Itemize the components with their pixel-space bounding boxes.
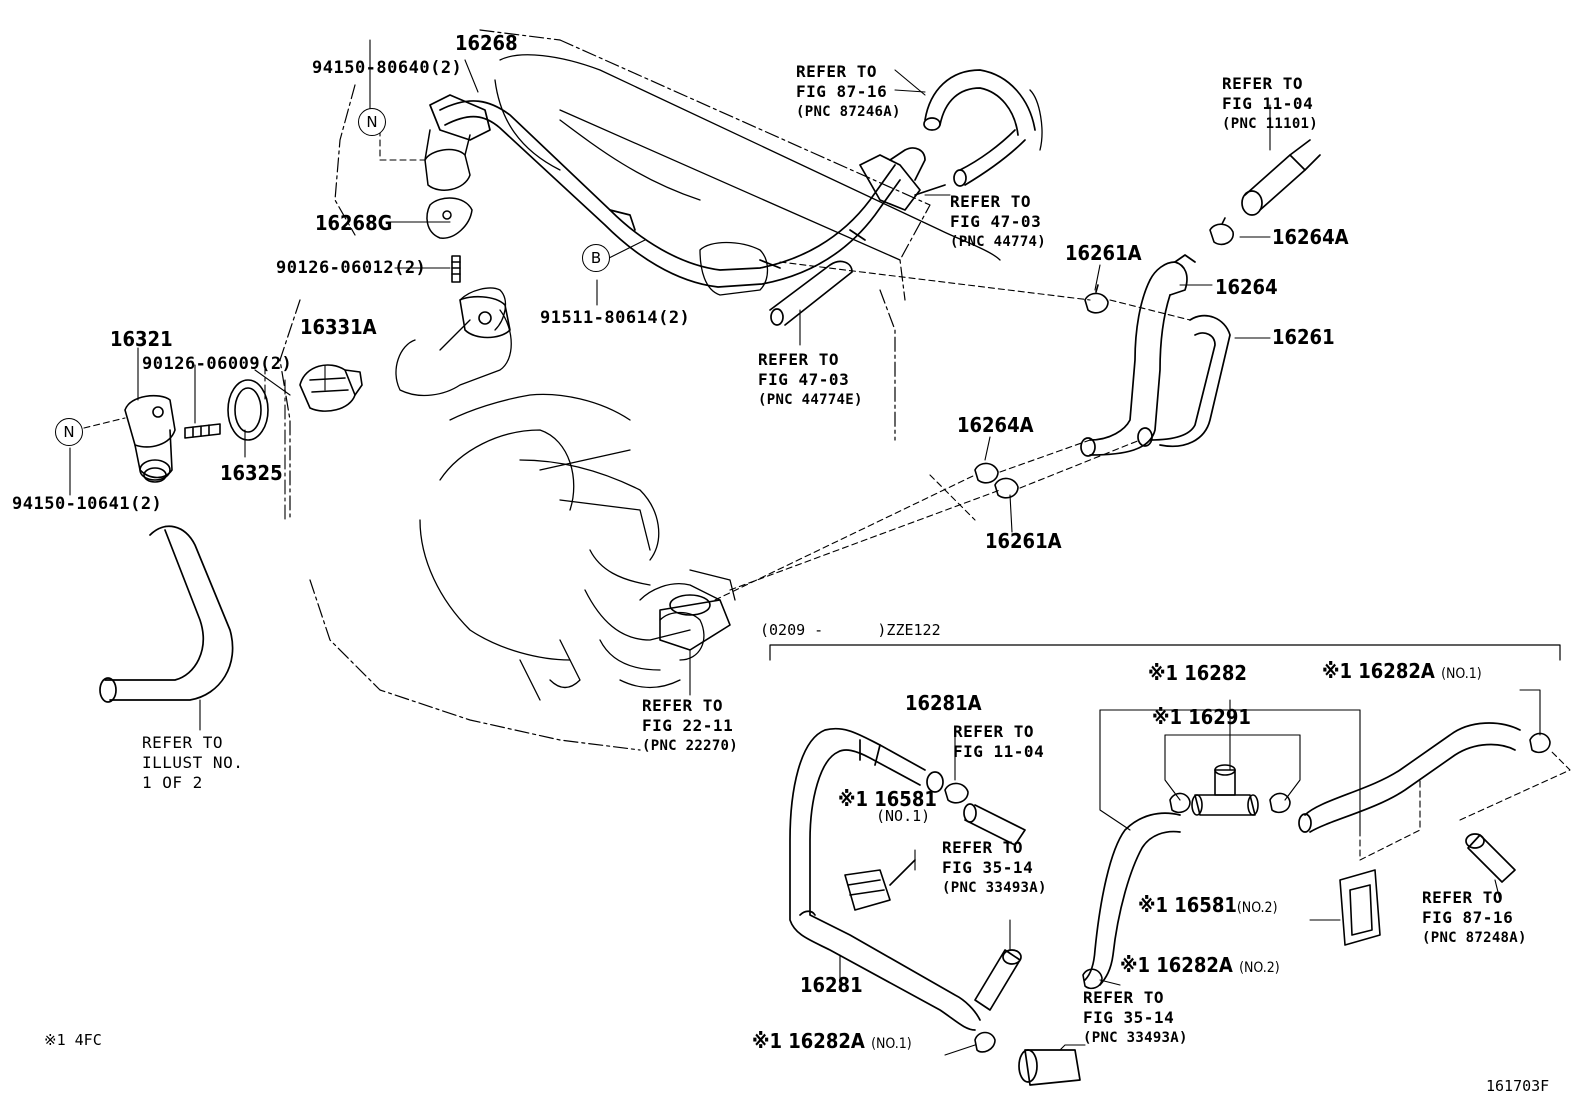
part-16581-no1: ※1 16581 (838, 787, 937, 811)
clamp-16264A-mid (974, 462, 999, 484)
part-16282A-no2: ※1 16282A (NO.2) (1120, 953, 1280, 977)
pipe-11-04-bottom (963, 803, 1026, 846)
part-16281: 16281 (800, 973, 863, 997)
clamp-16264A-top (1209, 217, 1234, 246)
bracket-16581-no2 (1339, 869, 1381, 946)
part-16321: 16321 (110, 327, 173, 351)
part-16261A-mid: 16261A (985, 529, 1062, 553)
stud-90126-06009 (184, 423, 221, 439)
clamp-16282A-no1-bottom (974, 1031, 996, 1053)
inset-bracket (769, 644, 1561, 661)
clamp-16281A (944, 782, 969, 804)
part-16264A-top: 16264A (1272, 225, 1349, 249)
n-symbol-top: N (358, 108, 386, 136)
part-16268G: 16268G (315, 211, 393, 235)
part-16282: ※1 16282 (1148, 661, 1247, 685)
t-joint-16291 (1191, 764, 1259, 816)
part-90126-06012: 90126-06012(2) (276, 258, 427, 278)
n-symbol-left: N (55, 418, 83, 446)
engine-body (395, 54, 1043, 701)
part-16581-no2: ※1 16581(NO.2) (1138, 893, 1278, 917)
figure-id: 161703F (1486, 1077, 1550, 1095)
radiator-hose-lower (99, 525, 234, 703)
clamp-16261A-top (1084, 284, 1109, 314)
b-symbol: B (582, 244, 610, 272)
part-90126-06009: 90126-06009(2) (142, 354, 293, 374)
part-16331A: 16331A (300, 315, 377, 339)
part-16281A: 16281A (905, 691, 982, 715)
inset-leaders (839, 689, 1541, 1056)
pipe-35-14-b (1018, 1049, 1081, 1086)
bypass-pipe (429, 94, 946, 288)
part-94150-10641: 94150-10641(2) (12, 494, 163, 514)
inset-dashed (1359, 749, 1571, 861)
hose-16281 (789, 727, 981, 1031)
dashed-guides (83, 119, 1191, 601)
flange-16268G (424, 129, 473, 239)
part-16282A-no1-top: ※1 16282A (NO.1) (1322, 659, 1482, 683)
hose-16264 (1080, 254, 1196, 457)
pipe-11101 (1241, 139, 1321, 216)
part-16291: ※1 16291 (1152, 705, 1251, 729)
footnote: ※1 4FC (44, 1031, 102, 1049)
hose-16261 (1137, 314, 1231, 448)
pipe-87248A (1465, 833, 1516, 883)
part-16268: 16268 (455, 31, 518, 55)
part-16261A-top: 16261A (1065, 241, 1142, 265)
part-16261: 16261 (1272, 325, 1335, 349)
engine-boundary-dashdot (264, 359, 286, 521)
part-16282A-no1-bottom: ※1 16282A (NO.1) (752, 1029, 912, 1053)
hose-16282 (1084, 722, 1521, 986)
clip-16581-no1 (844, 859, 916, 911)
part-16325: 16325 (220, 461, 283, 485)
stud-90126-06012 (451, 255, 461, 283)
part-16264: 16264 (1215, 275, 1278, 299)
leader-lines (69, 39, 1271, 731)
part-16581-no1-suffix: (NO.1) (876, 807, 931, 825)
part-91511-80614: 91511-80614(2) (540, 308, 691, 328)
part-16264A-mid: 16264A (957, 413, 1034, 437)
thermostat-16331A (299, 364, 363, 412)
hose-87246A (923, 69, 1036, 187)
pipe-35-14-a (974, 949, 1022, 1011)
clamp-16261A-mid (994, 477, 1019, 499)
engine-outline (279, 29, 931, 751)
water-inlet-16321 (124, 394, 176, 483)
clamps-16282 (1082, 732, 1551, 990)
part-94150-80640: 94150-80640(2) (312, 58, 463, 78)
gasket-16325 (227, 379, 269, 441)
throttle-connector (659, 594, 731, 651)
thermostat-housing (459, 295, 511, 339)
hose-44774E (759, 259, 853, 326)
inset-range-note: (0209 - )ZZE122 (760, 621, 941, 639)
